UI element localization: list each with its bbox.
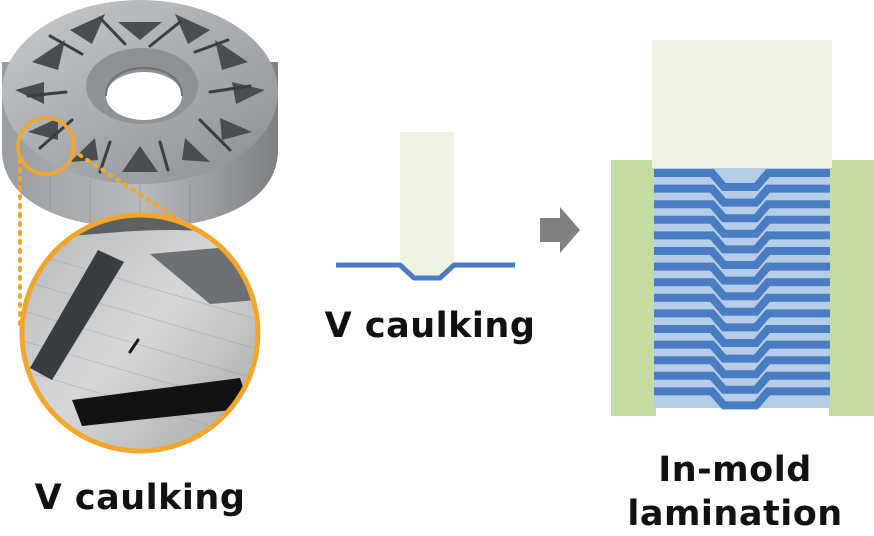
lamination-sheet — [654, 387, 830, 410]
mold-left — [611, 160, 656, 416]
lamination-sheet — [654, 184, 830, 207]
caulked-sheet — [336, 262, 515, 281]
lamination-sheet — [654, 247, 830, 269]
mold-right — [829, 160, 874, 416]
result-caption-line1: In-mold — [658, 450, 812, 490]
result-caption: In-mold lamination — [600, 448, 870, 536]
photo-caption: V caulking — [34, 478, 246, 518]
magnified-detail-photo — [19, 212, 261, 454]
lamination-sheet — [654, 262, 830, 285]
lamination-sheet — [654, 200, 830, 223]
in-mold-lamination-diagram — [611, 40, 874, 416]
v-caulking-punch-diagram — [336, 132, 515, 281]
punch — [400, 132, 454, 277]
lamination-sheet — [654, 340, 830, 363]
lamination-sheet — [654, 293, 830, 316]
motor-core-photo — [2, 0, 278, 228]
lamination-sheet — [654, 309, 830, 332]
result-caption-line2: lamination — [627, 494, 843, 534]
lamination-sheet — [654, 278, 830, 301]
upper-punch — [652, 40, 832, 168]
step-caption: V caulking — [324, 306, 536, 346]
lamination-sheet — [654, 231, 830, 254]
stacked-sheets — [654, 169, 830, 410]
lamination-sheet — [654, 356, 830, 379]
lamination-sheet — [654, 371, 830, 394]
lamination-sheet — [654, 325, 830, 347]
lamination-sheet — [654, 215, 830, 238]
lamination-sheet — [654, 169, 830, 191]
arrow-right-icon — [540, 207, 580, 253]
